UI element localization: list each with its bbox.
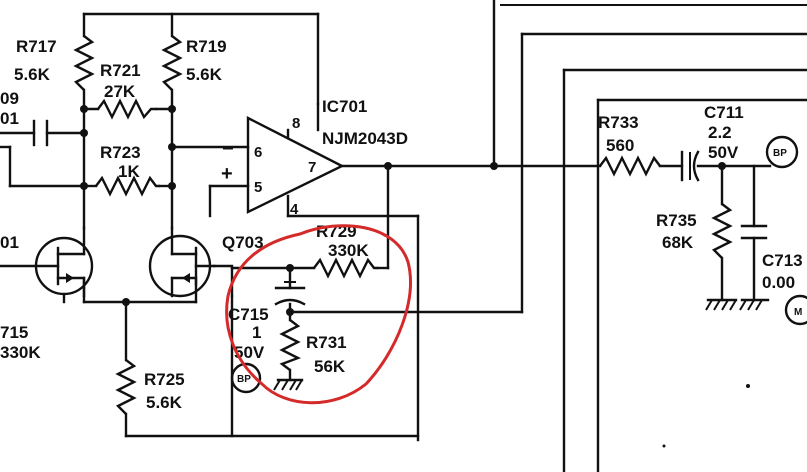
r715-value-fragment: 330K: [0, 343, 41, 362]
r729-value: 330K: [328, 241, 369, 260]
resistor-r731: [279, 319, 301, 371]
r725-ref: R725: [144, 370, 185, 389]
resistor-r717: [73, 35, 95, 91]
c715-ref: C715: [228, 305, 269, 324]
c713-ref-fragment: C713: [762, 251, 803, 270]
r717-ref: R717: [16, 37, 57, 56]
capacitor-c709: [32, 119, 49, 147]
pin-5-label: 5: [254, 179, 262, 196]
c715-value: 1: [252, 323, 261, 342]
r733-value: 560: [606, 136, 634, 155]
c715-voltage: 50V: [234, 343, 265, 362]
resistor-r729: [313, 257, 378, 279]
r723-ref: R723: [100, 143, 141, 162]
bp-marker-right: BP: [765, 135, 799, 169]
q703-ref: Q703: [222, 233, 264, 252]
ground-c713: [739, 298, 770, 311]
r719-ref: R719: [186, 37, 227, 56]
r723-value: 1K: [118, 162, 140, 181]
resistor-r721: [97, 98, 157, 120]
transistor-q701: [34, 226, 94, 298]
pin-7-label: 7: [308, 159, 316, 176]
q701-ref-fragment: 01: [0, 233, 19, 252]
r725-value: 5.6K: [146, 393, 183, 412]
bp-label-left: BP: [237, 374, 251, 385]
bp-marker-left: BP: [230, 362, 262, 394]
c709-ref-fragment: 09: [0, 89, 19, 108]
r731-value: 56K: [314, 357, 346, 376]
capacitor-c715: [274, 276, 306, 306]
r735-value: 68K: [662, 233, 694, 252]
opamp-plus-sign: +: [221, 163, 233, 185]
resistor-r735: [711, 203, 733, 259]
m-label: M: [794, 307, 802, 318]
opamp-ic701: − + 6 5 7 8 4: [221, 115, 345, 218]
c711-value: 2.2: [708, 123, 732, 142]
junction-dots: [80, 105, 726, 316]
resistor-r725: [115, 359, 137, 415]
resistor-r719: [161, 35, 183, 91]
pin-4-label: 4: [290, 201, 299, 218]
transistor-q703: [148, 226, 216, 298]
opamp-minus-sign: −: [222, 138, 234, 160]
r735-ref: R735: [656, 211, 697, 230]
ic701-part: NJM2043D: [322, 129, 408, 148]
r715-ref-fragment: 715: [0, 323, 28, 342]
r719-value: 5.6K: [186, 65, 223, 84]
r721-value: 27K: [104, 82, 136, 101]
r721-ref: R721: [100, 61, 141, 80]
c711-voltage: 50V: [708, 143, 739, 162]
resistor-r733: [599, 155, 661, 177]
ground-r731: [273, 378, 304, 391]
annotation-circle: [225, 224, 412, 405]
c709-sub-fragment: 01: [0, 109, 19, 128]
resistor-r723: [95, 175, 160, 197]
capacitor-c711: [680, 150, 700, 182]
r717-value: 5.6K: [14, 65, 51, 84]
r731-ref: R731: [306, 333, 347, 352]
pin-8-label: 8: [292, 115, 300, 132]
m-marker-right: M: [784, 294, 807, 326]
capacitor-c713: [740, 224, 768, 240]
r733-ref: R733: [598, 113, 639, 132]
ground-r735: [705, 298, 738, 311]
bp-label-right: BP: [773, 148, 787, 159]
c711-ref: C711: [704, 103, 744, 122]
c713-value-fragment: 0.00: [762, 273, 795, 292]
ic701-ref: IC701: [322, 97, 367, 116]
labels: R717 5.6K R721 27K R719 5.6K R723 1K 09 …: [0, 37, 803, 412]
pin-6-label: 6: [254, 144, 262, 161]
print-specks: [662, 384, 750, 448]
